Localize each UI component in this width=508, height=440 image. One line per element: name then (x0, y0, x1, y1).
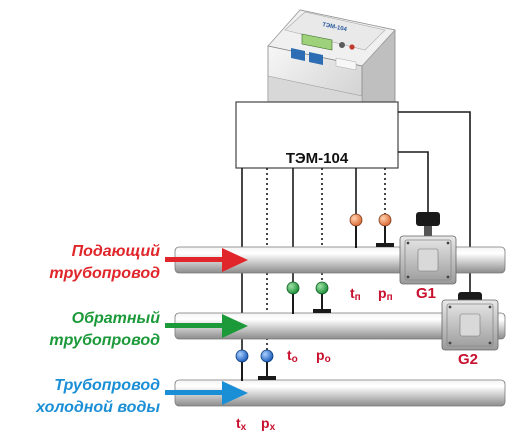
svg-text:ТЭМ-104: ТЭМ-104 (322, 22, 348, 33)
pressure-sensor-supply (376, 213, 394, 247)
label-t-return: tо (287, 347, 298, 365)
label-g1: G1 (416, 285, 436, 302)
supply-pipe-label-line1: Подающий (72, 243, 161, 260)
device-model-label: ТЭМ-104 (286, 150, 349, 167)
label-p-return: pо (316, 347, 331, 365)
arrow-supply (165, 248, 248, 272)
label-t-cold: tх (236, 415, 247, 433)
return-pipe-label-line1: Обратный (72, 310, 161, 327)
label-t-supply: tп (350, 285, 361, 303)
temperature-sensor-return (286, 281, 300, 314)
arrow-return (165, 314, 248, 338)
cold-pipe-label-line1: Трубопровод (54, 377, 160, 394)
temperature-sensor-supply (349, 213, 363, 248)
arrow-cold (165, 381, 248, 405)
pressure-sensor-cold (258, 349, 276, 380)
supply-pipe-label-line2: трубопровод (49, 265, 160, 282)
pressure-sensor-return (313, 281, 331, 313)
temperature-sensor-cold (235, 349, 249, 381)
flowmeter-g1 (399, 212, 457, 285)
label-g2: G2 (458, 351, 478, 368)
return-pipe-label-line2: трубопровод (49, 332, 160, 349)
label-p-supply: pп (378, 285, 393, 303)
cold-pipe-label-line2: холодной воды (35, 399, 160, 416)
connection-box (235, 101, 399, 169)
flowmeter-g2 (441, 292, 499, 351)
label-p-cold: pх (261, 415, 276, 433)
